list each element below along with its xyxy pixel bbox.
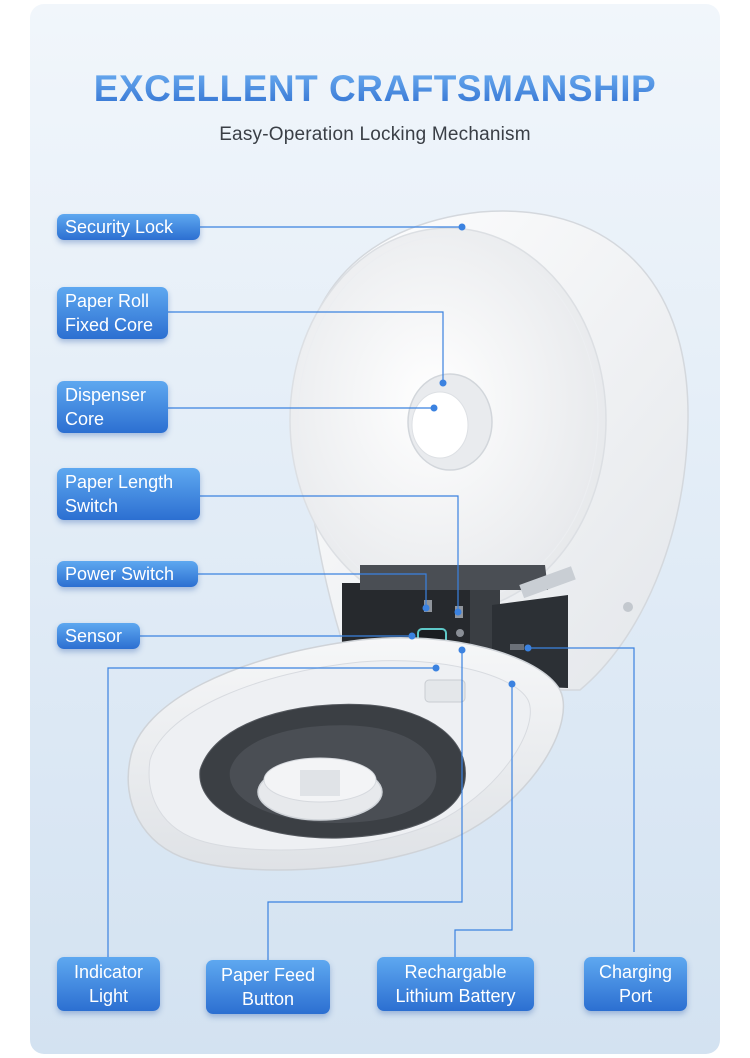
page-subtitle: Easy-Operation Locking Mechanism: [219, 124, 531, 145]
label-power-switch: Power Switch: [57, 561, 198, 587]
label-rechargable-lithium-battery: Rechargable Lithium Battery: [377, 957, 534, 1011]
label-paper-length-switch: Paper Length Switch: [57, 468, 200, 520]
leader-dots: [408, 223, 532, 688]
label-paper-feed-button: Paper Feed Button: [206, 960, 330, 1014]
label-charging-port: Charging Port: [584, 957, 687, 1011]
label-paper-roll-fixed-core: Paper Roll Fixed Core: [57, 287, 168, 339]
leader-lines: [107, 226, 635, 966]
page-title: EXCELLENT CRAFTSMANSHIP: [0, 68, 750, 110]
label-sensor: Sensor: [57, 623, 140, 649]
dispenser-core-center: [411, 391, 469, 459]
label-indicator-light: Indicator Light: [57, 957, 160, 1011]
label-dispenser-core: Dispenser Core: [57, 381, 168, 433]
label-security-lock: Security Lock: [57, 214, 200, 240]
